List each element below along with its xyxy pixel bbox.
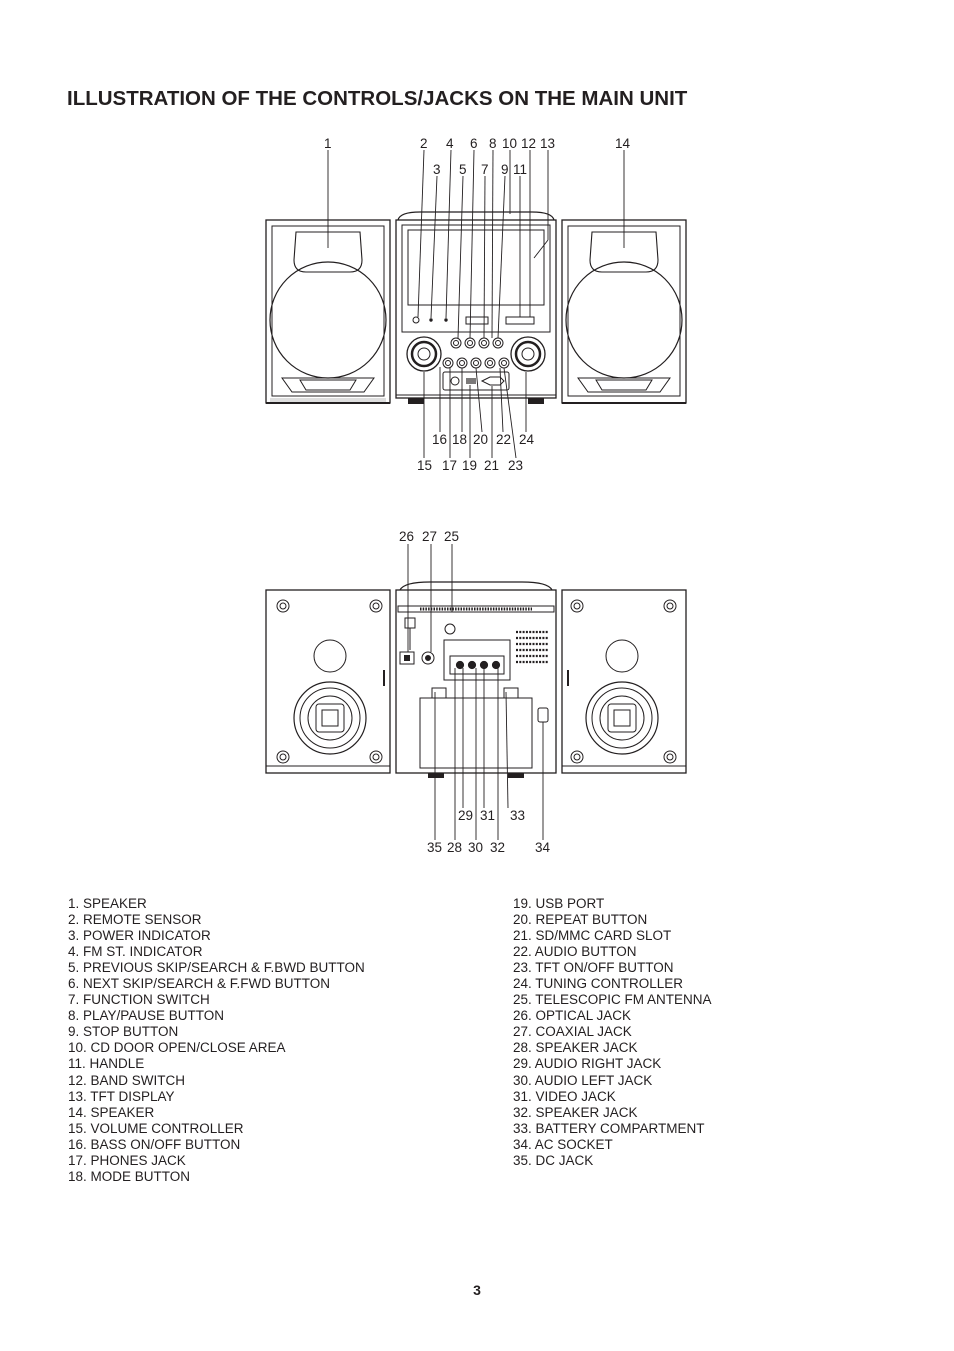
callout-9: 9 xyxy=(501,162,509,177)
callout-15: 15 xyxy=(417,458,432,473)
parts-list-item: 23. TFT ON/OFF BUTTON xyxy=(513,960,674,976)
parts-list-item: 8. PLAY/PAUSE BUTTON xyxy=(68,1008,225,1024)
parts-list-item: 12. BAND SWITCH xyxy=(68,1072,186,1088)
center-unit-front xyxy=(395,211,557,404)
rear-callouts: 26 27 25 29 31 33 35 28 30 32 34 xyxy=(399,529,551,855)
front-leader-lines-bottom xyxy=(423,367,527,459)
parts-list-item: 9. STOP BUTTON xyxy=(68,1024,179,1040)
callout-12: 12 xyxy=(521,136,536,151)
parts-list-item: 22. AUDIO BUTTON xyxy=(513,944,637,960)
parts-list-item: 31. VIDEO JACK xyxy=(513,1088,616,1104)
parts-list-item: 28. SPEAKER JACK xyxy=(513,1040,638,1056)
parts-list-item: 6. NEXT SKIP/SEARCH & F.FWD BUTTON xyxy=(68,976,331,992)
front-callouts: 1 2 4 6 8 10 12 13 14 3 5 7 9 11 16 18 2… xyxy=(324,136,631,473)
right-speaker-rear xyxy=(561,589,687,774)
right-speaker-front xyxy=(561,219,687,404)
callout-18: 18 xyxy=(452,432,467,447)
rear-leader-lines xyxy=(407,544,544,840)
callout-20: 20 xyxy=(473,432,488,447)
parts-list-item: 20. REPEAT BUTTON xyxy=(513,912,648,928)
callout-11: 11 xyxy=(513,162,527,177)
parts-list-item: 2. REMOTE SENSOR xyxy=(68,912,202,928)
callout-22: 22 xyxy=(496,432,511,447)
callout-14: 14 xyxy=(615,136,631,151)
parts-list-item: 30. AUDIO LEFT JACK xyxy=(513,1072,653,1088)
callout-10: 10 xyxy=(502,136,517,151)
callout-32: 32 xyxy=(490,840,505,855)
callout-21: 21 xyxy=(484,458,499,473)
page-number: 3 xyxy=(473,1282,481,1298)
callout-24: 24 xyxy=(519,432,535,447)
parts-list-item: 3. POWER INDICATOR xyxy=(68,928,211,944)
parts-list-item: 16. BASS ON/OFF BUTTON xyxy=(68,1136,241,1152)
parts-list-item: 21. SD/MMC CARD SLOT xyxy=(513,928,672,944)
front-view-drawing xyxy=(265,149,687,459)
parts-list-item: 7. FUNCTION SWITCH xyxy=(68,992,210,1008)
parts-list-left: 1. SPEAKER 2. REMOTE SENSOR 3. POWER IND… xyxy=(68,896,365,1185)
parts-list-item: 33. BATTERY COMPARTMENT xyxy=(513,1120,705,1136)
page-title: ILLUSTRATION OF THE CONTROLS/JACKS ON TH… xyxy=(67,87,688,110)
callout-8: 8 xyxy=(489,136,497,151)
callout-30: 30 xyxy=(468,840,483,855)
parts-list-item: 18. MODE BUTTON xyxy=(68,1168,191,1184)
parts-list-item: 1. SPEAKER xyxy=(68,896,147,911)
left-speaker-rear xyxy=(265,589,391,774)
callout-29: 29 xyxy=(458,808,473,823)
callout-3: 3 xyxy=(433,162,441,177)
parts-list-item: 34. AC SOCKET xyxy=(513,1136,613,1152)
parts-list-item: 32. SPEAKER JACK xyxy=(513,1104,638,1120)
parts-list-item: 29. AUDIO RIGHT JACK xyxy=(513,1056,662,1072)
callout-16: 16 xyxy=(432,432,447,447)
parts-list-item: 4. FM ST. INDICATOR xyxy=(68,944,203,960)
callout-25: 25 xyxy=(444,529,459,544)
parts-list-item: 11. HANDLE xyxy=(68,1056,145,1072)
callout-1: 1 xyxy=(324,136,332,151)
parts-list-item: 14. SPEAKER xyxy=(68,1104,155,1120)
parts-list-item: 15. VOLUME CONTROLLER xyxy=(68,1120,244,1136)
callout-17: 17 xyxy=(442,458,457,473)
parts-list-item: 13. TFT DISPLAY xyxy=(68,1088,175,1104)
callout-27: 27 xyxy=(422,529,437,544)
parts-list-item: 10. CD DOOR OPEN/CLOSE AREA xyxy=(68,1040,286,1056)
parts-list-item: 5. PREVIOUS SKIP/SEARCH & F.BWD BUTTON xyxy=(68,960,365,976)
callout-28: 28 xyxy=(447,840,462,855)
parts-list-item: 24. TUNING CONTROLLER xyxy=(513,976,684,992)
front-leader-lines-top xyxy=(327,149,625,339)
callout-33: 33 xyxy=(510,808,525,823)
parts-list-item: 17. PHONES JACK xyxy=(68,1152,186,1168)
parts-list-item: 19. USB PORT xyxy=(513,896,605,911)
callout-34: 34 xyxy=(535,840,551,855)
parts-list-right: 19. USB PORT 20. REPEAT BUTTON 21. SD/MM… xyxy=(513,896,712,1169)
rear-view-drawing xyxy=(265,544,687,840)
callout-4: 4 xyxy=(446,136,454,151)
callout-13: 13 xyxy=(540,136,555,151)
parts-list-item: 25. TELESCOPIC FM ANTENNA xyxy=(513,992,712,1008)
callout-2: 2 xyxy=(420,136,428,151)
callout-7: 7 xyxy=(481,162,489,177)
callout-5: 5 xyxy=(459,162,467,177)
callout-6: 6 xyxy=(470,136,478,151)
parts-list-item: 35. DC JACK xyxy=(513,1152,594,1168)
callout-31: 31 xyxy=(480,808,495,823)
callout-35: 35 xyxy=(427,840,442,855)
callout-26: 26 xyxy=(399,529,414,544)
center-unit-rear xyxy=(395,581,557,778)
callout-19: 19 xyxy=(462,458,477,473)
parts-list-item: 27. COAXIAL JACK xyxy=(513,1024,632,1040)
callout-23: 23 xyxy=(508,458,523,473)
parts-list-item: 26. OPTICAL JACK xyxy=(513,1008,632,1024)
